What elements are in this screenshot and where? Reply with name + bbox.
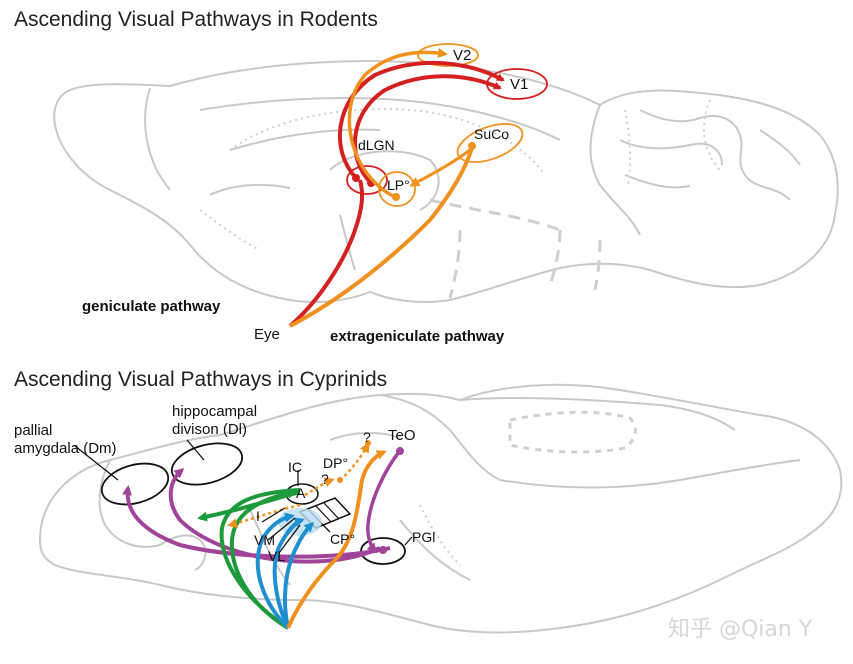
rodent-labels: V2 V1 SuCo dLGN LP° Eye geniculate pathw… xyxy=(82,47,528,345)
vm-label: VM xyxy=(254,532,275,548)
suco-to-lp-path xyxy=(409,148,471,187)
cyprinid-labels: pallial amygdala (Dm) hippocampal diviso… xyxy=(14,403,435,564)
ic-label: IC xyxy=(288,459,302,475)
lp-node xyxy=(392,193,400,201)
lp-region xyxy=(378,171,416,207)
geniculate-pathway-lines xyxy=(288,60,505,328)
v2-label: V2 xyxy=(453,47,471,64)
cyprinid-orange-pathways xyxy=(227,440,387,629)
question-label-1: ? xyxy=(363,429,371,445)
v2-region xyxy=(417,43,479,67)
vl-label: VL xyxy=(268,548,285,564)
suco-region xyxy=(456,123,524,163)
a-label: A xyxy=(296,485,306,501)
pallial-label-2: amygdala (Dm) xyxy=(14,440,117,457)
lp-to-v2-path xyxy=(347,47,448,199)
pgl-node xyxy=(379,546,387,554)
teo-to-pgl-path xyxy=(366,450,401,554)
suco-label: SuCo xyxy=(474,126,509,142)
q-node xyxy=(365,440,371,446)
hippocampal-label-2: divison (Dl) xyxy=(172,421,247,438)
green-to-forebrain-path xyxy=(197,490,301,522)
i-label: I xyxy=(256,508,260,524)
extrageniculate-pathway-lines xyxy=(289,47,476,328)
blue-path-a xyxy=(255,512,295,630)
cyprinids-title: Ascending Visual Pathways in Cyprinids xyxy=(14,368,387,391)
pgl-label: PGl xyxy=(412,529,435,545)
teo-label: TeO xyxy=(388,427,416,444)
question-label-2: ? xyxy=(321,471,329,487)
dlgn-node xyxy=(352,174,360,182)
dp-label: DP° xyxy=(323,455,348,471)
eye-to-suco-path xyxy=(289,147,474,328)
rodent-regions xyxy=(346,43,548,207)
rodents-title: Ascending Visual Pathways in Rodents xyxy=(14,8,378,31)
extrageniculate-pathway-label: extrageniculate pathway xyxy=(330,328,505,345)
v1-label: V1 xyxy=(510,76,528,93)
fish-brain-outline xyxy=(38,383,843,634)
blue-path-b xyxy=(272,517,305,629)
hippocampal-region xyxy=(170,442,244,486)
rodent-brain-outline xyxy=(53,60,839,303)
cyprinid-blue-pathways xyxy=(255,512,315,630)
pallial-amygdala-region xyxy=(100,462,170,506)
eye-to-dlgn-path xyxy=(288,179,365,328)
orange-dotted-to-dp xyxy=(304,477,335,497)
blue-path-c xyxy=(283,521,315,629)
pgl-region xyxy=(360,537,406,565)
hippocampal-label-1: hippocampal xyxy=(172,403,257,420)
dlgn-label: dLGN xyxy=(358,137,395,153)
orange-dotted-a-to-forebrain xyxy=(227,503,301,529)
geniculate-pathway-label: geniculate pathway xyxy=(82,298,221,315)
eye-label: Eye xyxy=(254,326,280,343)
dlgn-to-v1-path-a xyxy=(337,60,505,180)
pallial-label-1: pallial xyxy=(14,422,52,439)
suco-node xyxy=(468,142,476,150)
green-path-b xyxy=(219,488,301,630)
cyprinid-label-leaders xyxy=(74,439,413,554)
orange-to-teo-path xyxy=(286,450,387,629)
teo-node xyxy=(396,447,404,455)
purple-to-pallial-path xyxy=(122,485,391,559)
cp-label: CP° xyxy=(330,531,355,547)
dp-node xyxy=(337,477,343,483)
dlgn-region xyxy=(346,165,388,195)
watermark: 知乎 @Qian Y xyxy=(668,617,813,642)
cyprinid-green-pathways xyxy=(197,488,301,630)
lp-label: LP° xyxy=(387,177,410,193)
